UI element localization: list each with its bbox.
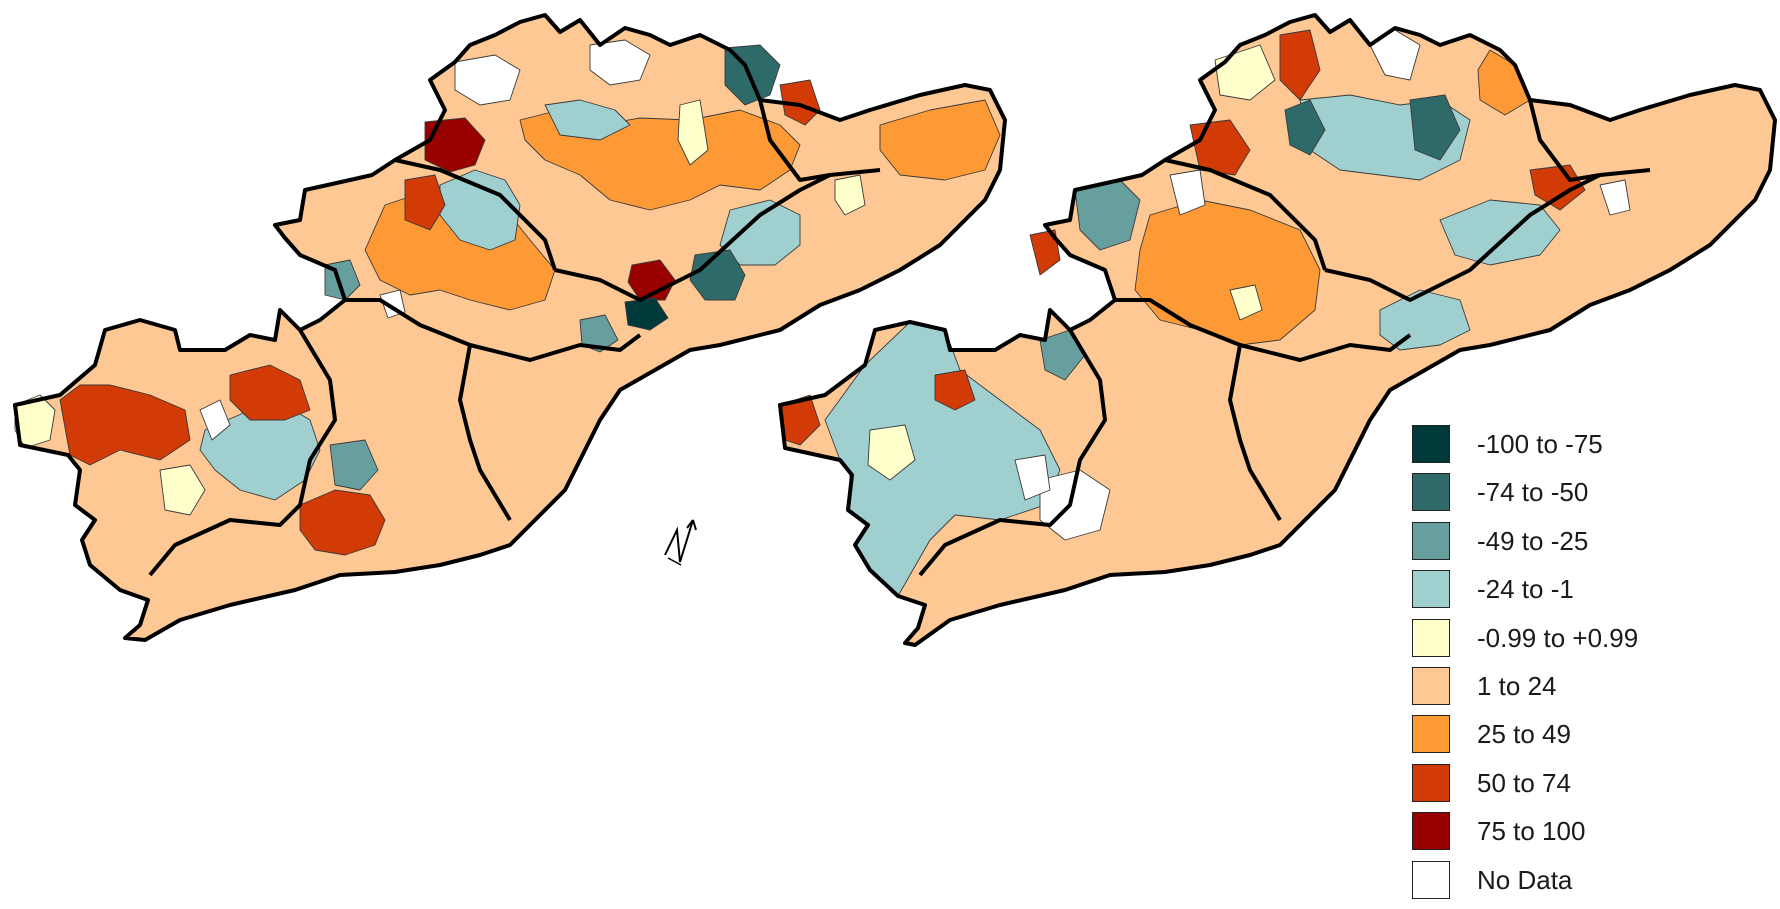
legend-item: -74 to -50 (1412, 473, 1772, 521)
left-map-region-red-north (404, 174, 446, 231)
legend-label: 75 to 100 (1477, 816, 1586, 847)
legend-label: -24 to -1 (1477, 574, 1574, 605)
left-map-region-white-1 (454, 54, 521, 106)
right-map-region-red-1 (1279, 29, 1321, 101)
legend-swatch (1412, 618, 1450, 657)
left-map-district-borders (148, 99, 881, 577)
legend-item: No Data (1412, 860, 1772, 909)
right-map-region-yellow-3 (1229, 284, 1263, 321)
right-map-district-borders (918, 99, 1651, 577)
legend-swatch (1412, 425, 1450, 463)
right-map-region-midteal-2 (1039, 329, 1086, 381)
legend: -100 to -75 -74 to -50 -49 to -25 -24 to -1… (1412, 425, 1772, 909)
right-map-region-red-4 (1029, 229, 1061, 276)
left-map-region-red-center (229, 364, 311, 421)
right-map-region-red-6 (934, 369, 976, 411)
left-map-outline (13, 13, 1007, 642)
left-map-region-verydark (624, 297, 669, 331)
left-map-region-midteal-2 (329, 439, 379, 491)
legend-label: -0.99 to +0.99 (1477, 622, 1639, 653)
left-map-region-east (879, 99, 1001, 181)
left-map-region-white-3 (199, 399, 231, 441)
right-map-region-yellow-2 (867, 424, 916, 481)
left-map-region-teal-4 (544, 99, 631, 141)
left-map-region-red-east (779, 79, 821, 126)
legend-label: -49 to -25 (1477, 525, 1589, 556)
legend-swatch (1412, 666, 1450, 705)
legend-label: No Data (1477, 864, 1573, 895)
north-arrow-icon (664, 519, 697, 566)
right-map-region-darkteal-2 (1409, 94, 1461, 161)
legend-label: -100 to -75 (1477, 429, 1603, 459)
left-map-region-red-west (59, 384, 191, 466)
legend-swatch (1412, 521, 1450, 560)
right-map-region-red-3 (1529, 164, 1586, 211)
legend-item: 50 to 74 (1412, 763, 1772, 812)
right-map-region-white-5 (1599, 179, 1631, 216)
left-map (13, 13, 1007, 642)
legend-label: -74 to -50 (1477, 477, 1589, 508)
left-map-region-yellow-3 (677, 99, 709, 166)
left-map-region-teal-1 (439, 169, 521, 251)
legend-swatch (1412, 570, 1450, 609)
right-map-region-white-2 (1039, 469, 1111, 541)
legend-item: -24 to -1 (1412, 570, 1772, 618)
legend-label: 25 to 49 (1477, 719, 1571, 750)
legend-item: -100 to -75 (1412, 425, 1772, 473)
right-map-region-white-3 (1014, 454, 1051, 501)
legend-label: 1 to 24 (1477, 670, 1557, 701)
legend-swatch (1412, 860, 1450, 899)
legend-item: 75 to 100 (1412, 812, 1772, 860)
right-map-outline (778, 13, 1777, 647)
legend-swatch (1412, 473, 1450, 512)
legend-swatch (1412, 763, 1450, 802)
left-map-region-darkred-1 (424, 117, 486, 173)
left-map-region-midteal-3 (579, 314, 619, 353)
legend-swatch (1412, 812, 1450, 851)
left-map-region-yellow-west (14, 394, 56, 449)
left-map-region-red-south (299, 489, 386, 556)
right-map-region-white-1 (1169, 169, 1206, 216)
legend-item: 25 to 49 (1412, 715, 1772, 763)
right-map-region-darkteal-1 (1284, 99, 1326, 156)
left-map-region-white-2 (589, 39, 651, 86)
legend-label: 50 to 74 (1477, 767, 1571, 798)
left-map-region-darkteal-2 (689, 249, 746, 301)
legend-item: -49 to -25 (1412, 521, 1772, 570)
left-map-region-yellow-4 (834, 174, 866, 216)
legend-item: -0.99 to +0.99 (1412, 618, 1772, 667)
legend-item: 1 to 24 (1412, 666, 1772, 715)
right-map (778, 13, 1777, 647)
legend-swatch (1412, 715, 1450, 754)
left-map-region-yellow-2 (159, 464, 206, 516)
right-map-region-orange-center (1134, 199, 1321, 346)
